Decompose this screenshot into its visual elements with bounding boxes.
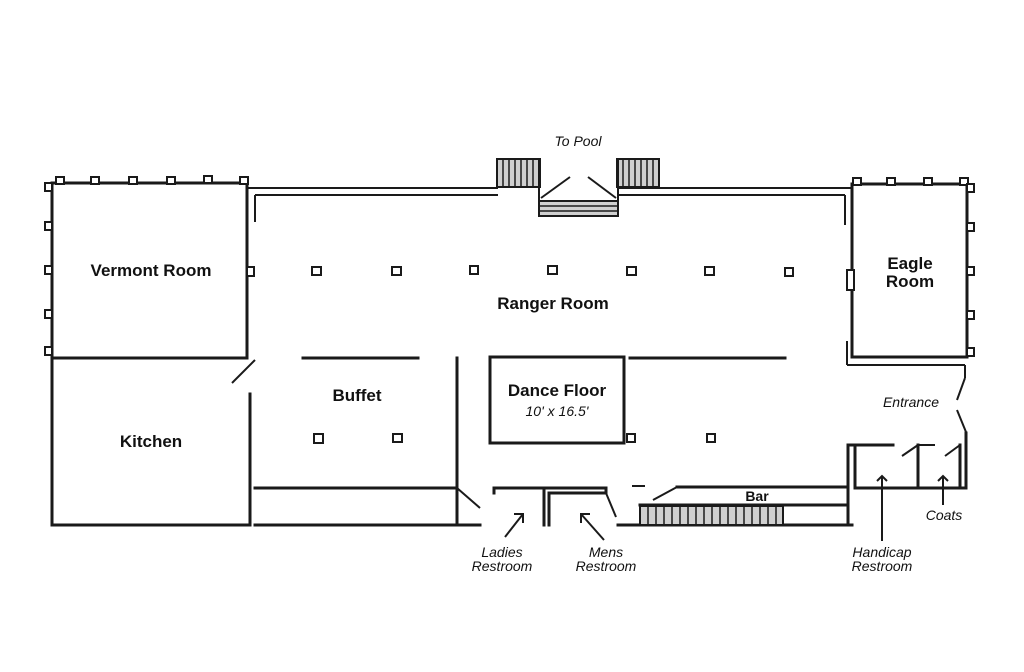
mens-restroom-label-line1: Mens xyxy=(589,544,623,560)
mens-restroom-label-line2: Restroom xyxy=(576,558,637,574)
buffet-label: Buffet xyxy=(332,386,381,405)
eagle-posts xyxy=(846,177,975,357)
coats-label: Coats xyxy=(926,507,963,523)
dance-floor-label: Dance Floor xyxy=(508,381,607,400)
to-pool-label: To Pool xyxy=(555,133,603,149)
kitchen-label: Kitchen xyxy=(120,432,182,451)
pool-stairs xyxy=(496,158,660,217)
entrance-area xyxy=(846,409,968,527)
dance-floor xyxy=(488,355,626,445)
restroom-walls xyxy=(492,486,617,527)
pillars xyxy=(311,265,794,444)
handicap-arrow xyxy=(876,474,888,541)
handicap-restroom-label-line1: Handicap xyxy=(852,544,911,560)
coats-arrow xyxy=(937,474,949,505)
vermont-room-label: Vermont Room xyxy=(91,261,212,280)
handicap-restroom-label-line2: Restroom xyxy=(852,558,913,574)
eagle-room-label-line1: Eagle xyxy=(887,254,932,273)
eagle-corridor-walls xyxy=(846,341,966,401)
bar-counter xyxy=(632,485,850,526)
dance-floor-size: 10' x 16.5' xyxy=(526,403,590,419)
mens-arrow xyxy=(580,513,605,541)
kitchen-room xyxy=(50,356,256,527)
bar-label: Bar xyxy=(745,488,769,504)
ranger-room-label: Ranger Room xyxy=(497,294,608,313)
ladies-arrow xyxy=(504,513,524,538)
vermont-posts xyxy=(44,175,255,356)
entrance-label: Entrance xyxy=(883,394,939,410)
ladies-restroom-label-line1: Ladies xyxy=(481,544,522,560)
ladies-restroom-label-line2: Restroom xyxy=(472,558,533,574)
eagle-room-label-line2: Room xyxy=(886,272,934,291)
